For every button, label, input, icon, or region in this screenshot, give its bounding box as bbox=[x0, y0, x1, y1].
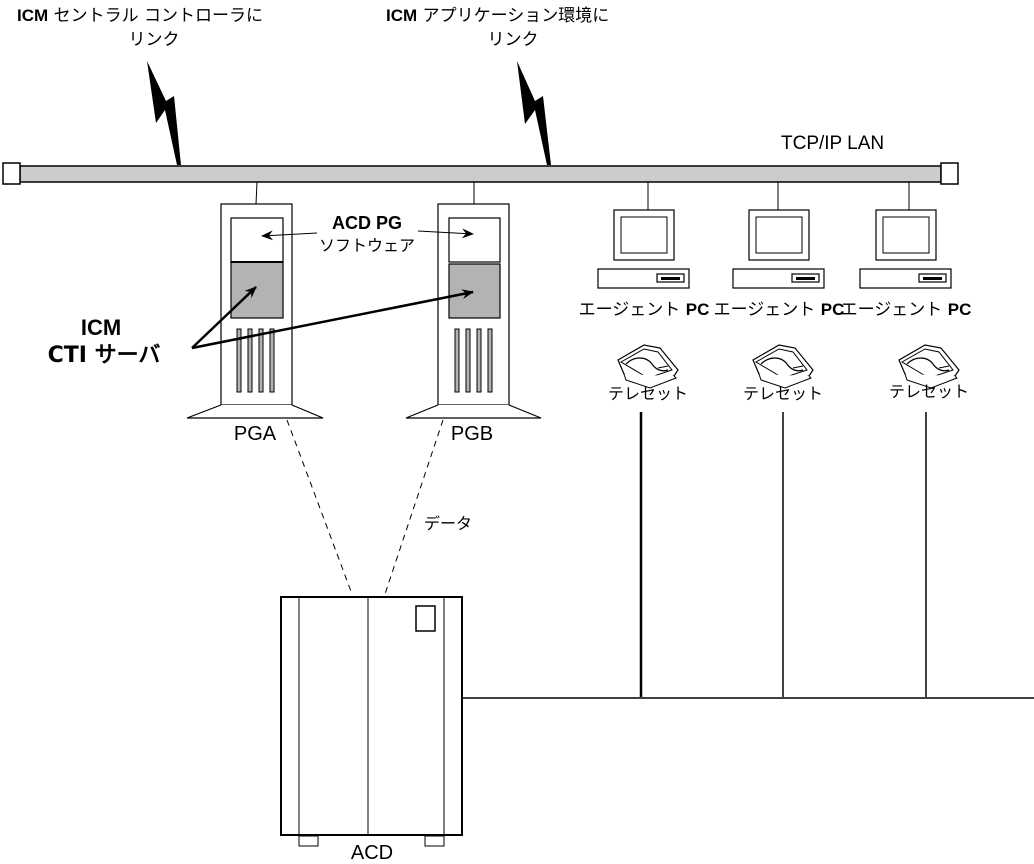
arrow-cti-to-pgb bbox=[191, 289, 474, 350]
tcp-ip-lan-bus bbox=[2, 162, 959, 185]
pc-case-icon bbox=[597, 268, 690, 289]
data-links bbox=[286, 419, 444, 595]
agent-pc-label-text: エージェント bbox=[713, 300, 816, 320]
app-environment-link-label: ICM アプリケーション環境に bbox=[386, 6, 609, 26]
teleset-label: テレセット bbox=[888, 382, 970, 401]
monitor-icon bbox=[748, 209, 810, 261]
pga-cti-server-panel bbox=[230, 261, 284, 319]
pgb-base bbox=[405, 404, 542, 419]
acd-pg-label: ACD PG bbox=[331, 213, 403, 233]
arrow-cti-to-pga bbox=[191, 286, 257, 349]
pc-case-icon bbox=[859, 268, 952, 289]
agent-pc-label-bold: PC bbox=[947, 300, 972, 319]
lightning-bolt-icon-app bbox=[517, 61, 551, 165]
acd-foot-left bbox=[298, 835, 319, 847]
teleset-label: テレセット bbox=[742, 384, 824, 403]
pga-server bbox=[186, 203, 324, 419]
teleset-icon bbox=[752, 344, 814, 389]
central-link-line2: リンク bbox=[128, 30, 180, 50]
app-link-bold: ICM bbox=[386, 6, 418, 25]
cti-label-line2: CTI サーバ bbox=[47, 343, 161, 368]
annotation-arrows bbox=[191, 228, 474, 350]
pgb-vents bbox=[454, 328, 493, 393]
lan-label: TCP/IP LAN bbox=[781, 133, 885, 154]
data-label: データ bbox=[424, 514, 473, 533]
lightning-bolt-icon-central bbox=[147, 61, 181, 165]
acd-foot-right bbox=[424, 835, 445, 847]
agent-pc-label-text: エージェント bbox=[840, 300, 943, 320]
agents bbox=[597, 209, 960, 389]
monitor-icon bbox=[875, 209, 937, 261]
pgb-server bbox=[405, 203, 542, 419]
lan-drop-lines bbox=[255, 181, 910, 210]
agent-pc-label: エージェント PC bbox=[714, 300, 845, 320]
app-link-text: アプリケーション環境に bbox=[422, 6, 610, 26]
arrow-acd-pg-to-pga bbox=[261, 230, 318, 241]
pga-acd-pg-software-panel bbox=[230, 217, 284, 263]
monitor-icon bbox=[613, 209, 675, 261]
pgb-label: PGB bbox=[450, 423, 494, 445]
central-controller-link-label: ICM セントラル コントローラに bbox=[17, 6, 263, 26]
pgb-cti-server-panel bbox=[448, 263, 501, 319]
acd-teleset-wiring bbox=[462, 412, 1034, 699]
pga-base bbox=[186, 404, 324, 419]
acd-indicator bbox=[415, 605, 436, 632]
agent-pc-label: エージェント PC bbox=[841, 300, 972, 320]
lan-bar bbox=[19, 165, 942, 183]
acd-label: ACD bbox=[350, 842, 394, 864]
agent-station bbox=[597, 209, 690, 389]
pc-case-icon bbox=[732, 268, 825, 289]
cti-label-line1: ICM bbox=[80, 315, 122, 340]
teleset-icon bbox=[898, 344, 960, 389]
agent-station bbox=[732, 209, 825, 389]
agent-pc-label: エージェント PC bbox=[579, 300, 710, 320]
acd-pg-software-label: ソフトウェア bbox=[318, 236, 416, 255]
pga-label: PGA bbox=[233, 423, 277, 445]
teleset-label: テレセット bbox=[607, 384, 689, 403]
pga-vents bbox=[236, 328, 275, 393]
teleset-icon bbox=[617, 344, 679, 389]
central-link-bold: ICM bbox=[17, 6, 49, 25]
lan-terminator-left bbox=[2, 162, 21, 185]
agent-pc-label-text: エージェント bbox=[578, 300, 681, 320]
agent-station bbox=[859, 209, 960, 389]
arrow-acd-pg-to-pgb bbox=[417, 228, 474, 239]
agent-pc-label-bold: PC bbox=[685, 300, 710, 319]
acd-cabinet bbox=[280, 596, 463, 847]
pgb-acd-pg-software-panel bbox=[448, 217, 501, 263]
lan-terminator-right bbox=[940, 162, 959, 185]
app-link-line2: リンク bbox=[487, 30, 539, 50]
central-link-text: セントラル コントローラに bbox=[53, 6, 263, 26]
data-link-pga-acd bbox=[286, 419, 353, 595]
data-link-pgb-acd bbox=[384, 419, 444, 595]
agent-pc-label-bold: PC bbox=[820, 300, 845, 319]
